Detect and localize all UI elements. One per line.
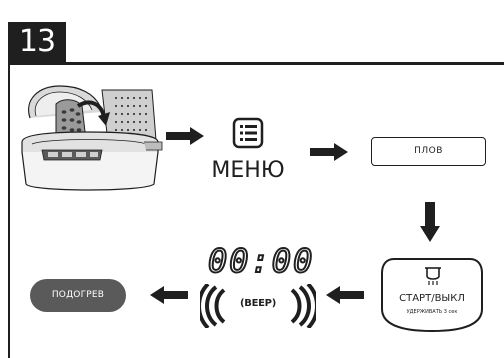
frame-left-border <box>8 65 10 358</box>
start-stop-label: СТАРТ/ВЫКЛ <box>399 293 465 304</box>
start-stop-button[interactable] <box>380 253 484 333</box>
display-time: 00:00 <box>207 241 315 281</box>
header-divider <box>8 62 504 65</box>
keep-warm-button[interactable]: ПОДОГРЕВ <box>30 279 126 312</box>
menu-label: МЕНЮ <box>211 158 285 183</box>
arrow-right-icon <box>310 143 348 161</box>
display-time-text: 00:00 <box>207 241 315 281</box>
arrow-down-icon <box>420 202 440 242</box>
arrow-right-icon <box>166 127 204 145</box>
hold-hint-label: УДЕРЖИВАТЬ 3 сек <box>406 309 458 315</box>
step-number-badge: 13 <box>8 22 66 62</box>
arrow-left-icon <box>150 286 188 304</box>
menu-list-icon <box>232 117 264 149</box>
arrow-left-icon <box>326 286 364 304</box>
plov-program-button[interactable]: ПЛОВ <box>371 137 486 166</box>
pot-steam-icon <box>425 267 441 285</box>
beep-sound-icon <box>200 284 316 328</box>
rice-cooker-illustration <box>21 85 163 191</box>
beep-label: (BEEP) <box>240 298 276 309</box>
